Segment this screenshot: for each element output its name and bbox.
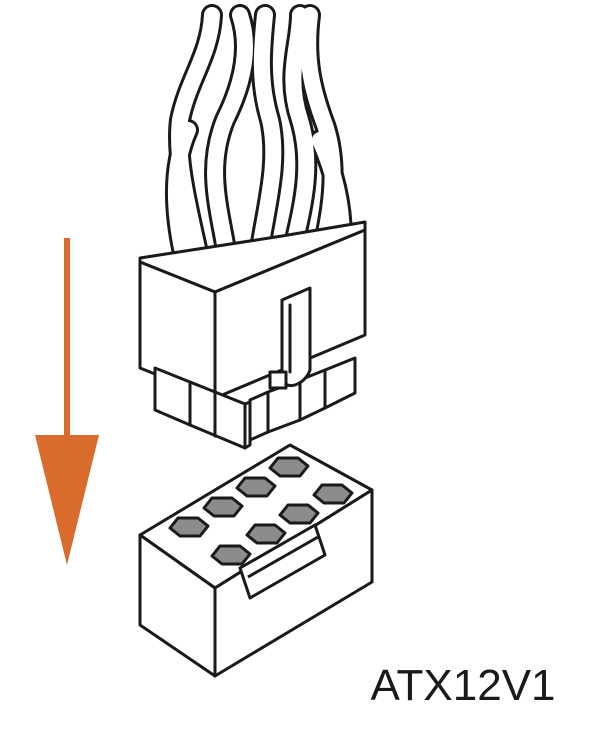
pin-hole <box>210 544 252 566</box>
arrow-down-icon <box>35 238 99 565</box>
plug-pin-housings <box>153 356 357 450</box>
socket-pin-holes <box>168 456 354 566</box>
pin-hole <box>268 456 310 478</box>
plug-latch <box>268 286 312 390</box>
cable-wires <box>165 4 353 273</box>
pin-hole <box>168 516 210 538</box>
connector-label: ATX12V1 <box>370 661 555 710</box>
atx-8pin-socket-icon <box>138 443 374 678</box>
pin-hole <box>202 496 244 518</box>
pin-hole <box>278 503 320 525</box>
socket-side-face <box>213 488 374 678</box>
pin-hole <box>245 523 287 545</box>
pin-hole <box>312 483 354 505</box>
pin-hole <box>235 476 277 498</box>
socket-latch-slot <box>238 523 327 600</box>
power-cable-plug-icon <box>138 4 367 450</box>
